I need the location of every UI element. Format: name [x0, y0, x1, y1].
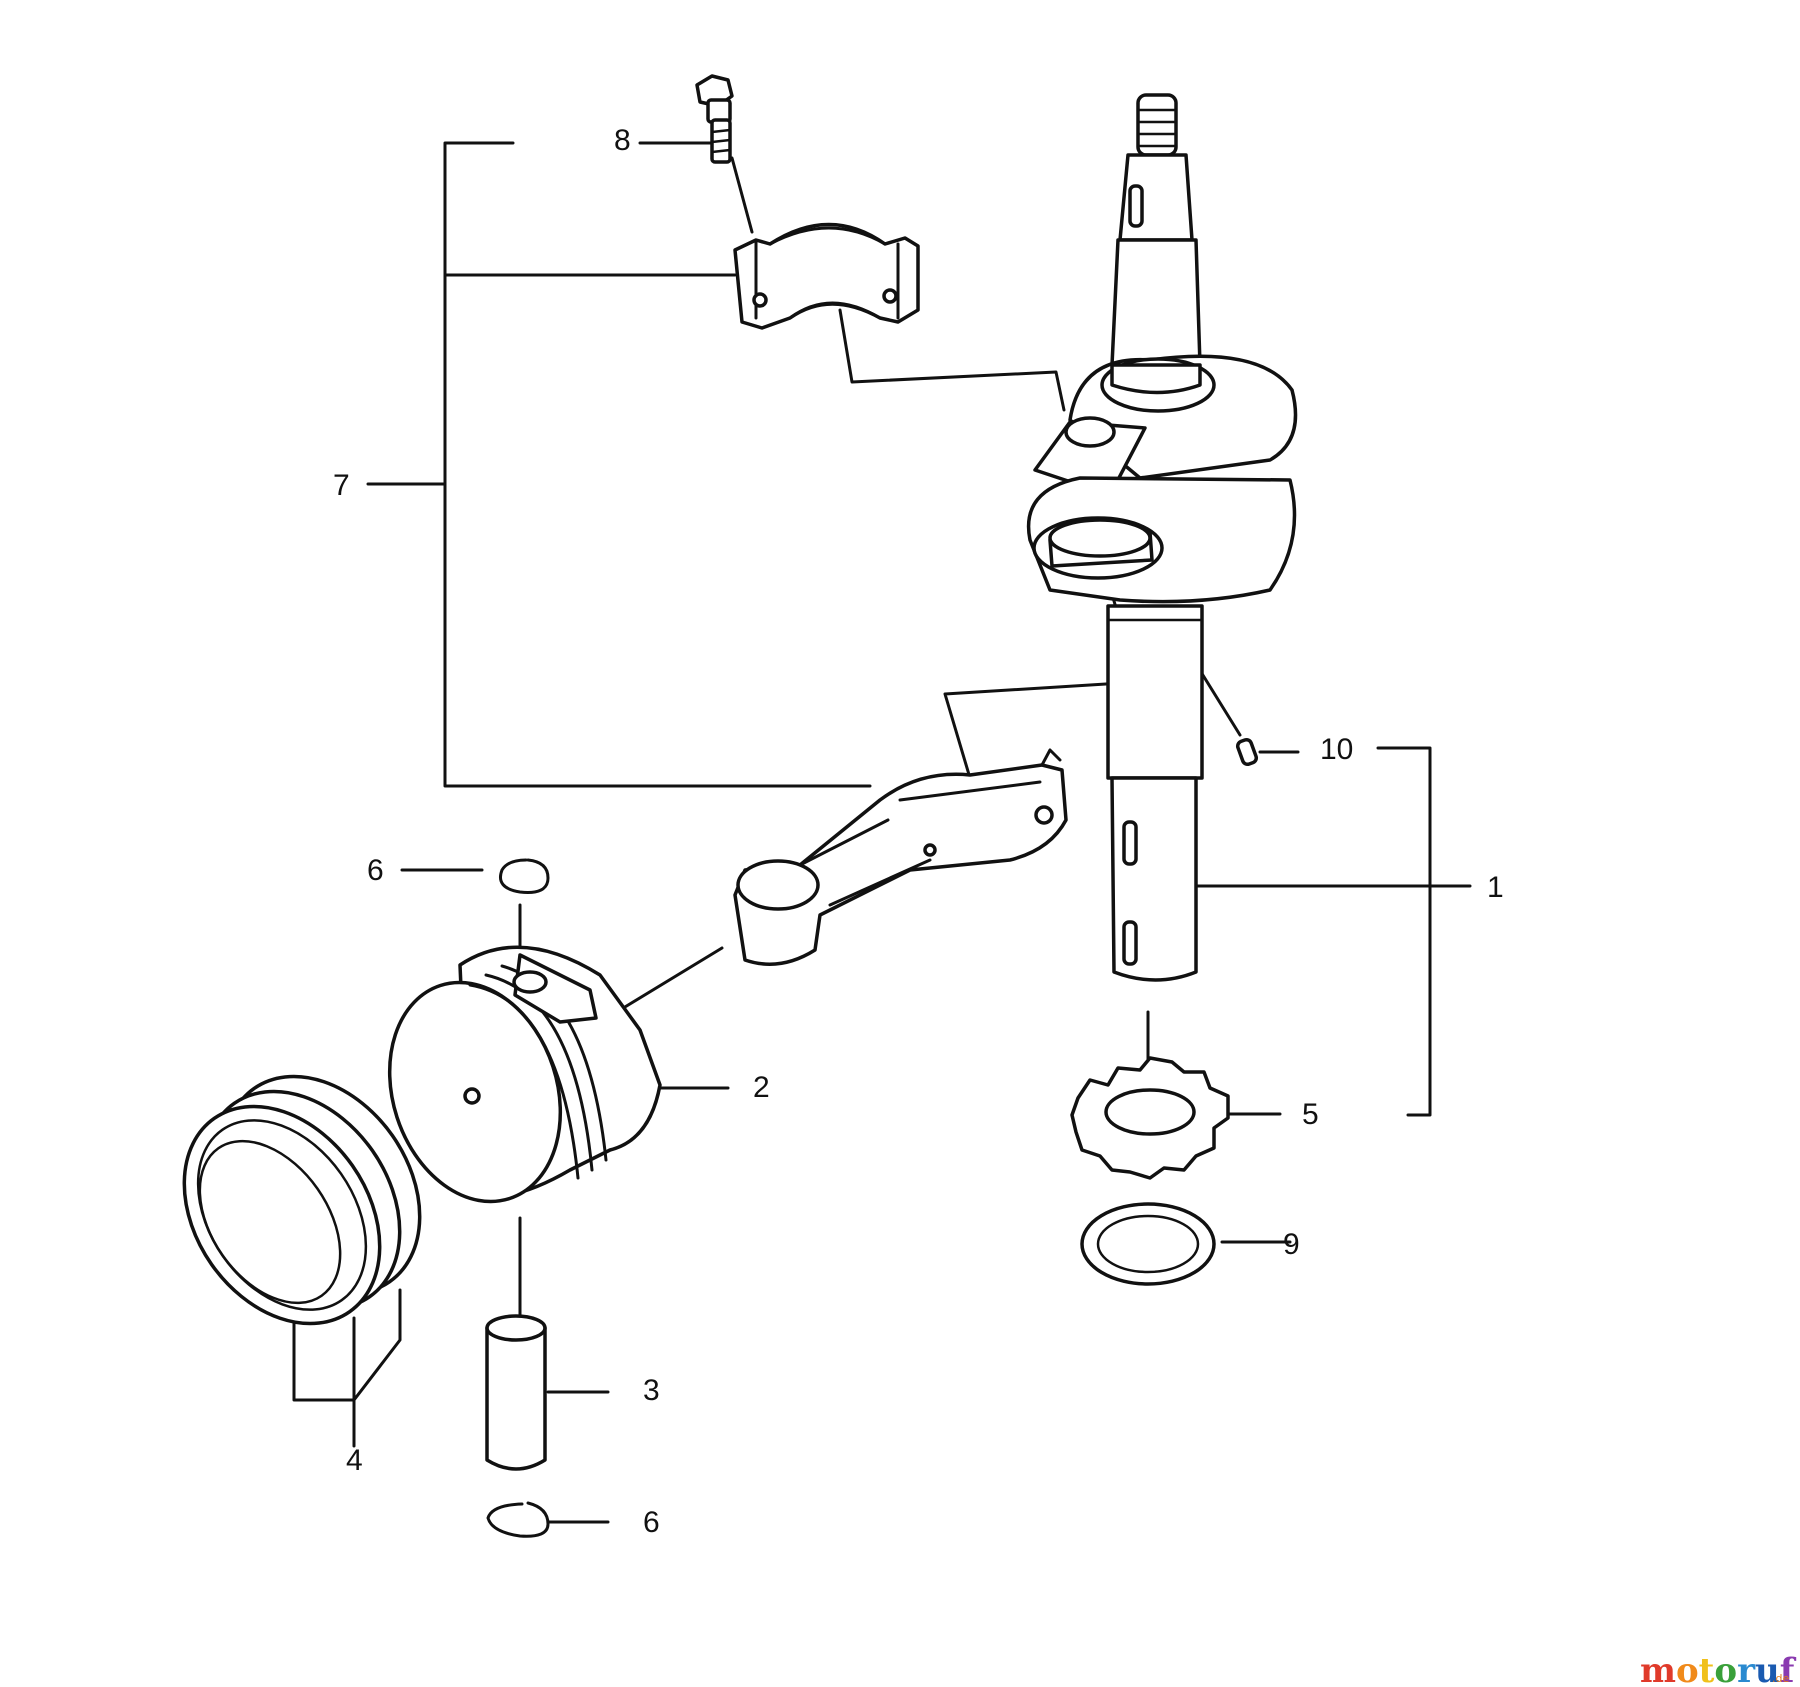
connecting-rod — [733, 748, 1068, 966]
callout-2: 2 — [753, 1071, 770, 1104]
callout-6-bottom: 6 — [643, 1506, 660, 1539]
piston-rings-part-4 — [182, 1074, 422, 1326]
logo-letter: u — [1755, 1651, 1780, 1687]
callout-5: 5 — [1302, 1098, 1319, 1131]
bolt-part-8 — [695, 74, 734, 164]
callout-6-top: 6 — [367, 854, 384, 887]
washer-part-9 — [1080, 1202, 1216, 1286]
callout-1: 1 — [1487, 871, 1504, 904]
circlip-part-6-bottom — [486, 1501, 550, 1538]
callout-3: 3 — [643, 1374, 660, 1407]
gear-part-5 — [1070, 1056, 1230, 1180]
leader-lines — [292, 141, 1300, 1524]
logo-letter: f — [1780, 1651, 1797, 1687]
callout-10: 10 — [1320, 733, 1353, 766]
logo-letter: t — [1699, 1651, 1715, 1687]
logo-text: motoruf — [1640, 1651, 1797, 1687]
logo-suffix: .de — [1772, 1672, 1789, 1685]
bracket-1 — [1193, 746, 1472, 1117]
callout-labels: 1 2 3 4 5 6 6 7 8 9 10 — [333, 124, 1504, 1539]
callout-4: 4 — [346, 1444, 363, 1477]
pin-part-10 — [1235, 737, 1259, 767]
logo-letter: m — [1640, 1651, 1676, 1687]
rod-cap — [733, 222, 920, 330]
logo-letter: o — [1714, 1651, 1737, 1687]
bracket-7 — [366, 141, 872, 788]
wrist-pin-part-3 — [485, 1314, 547, 1471]
crankshaft-part-1 — [1026, 93, 1298, 982]
piston-part-2 — [387, 945, 662, 1204]
motoruf-logo: motoruf .de — [1640, 1651, 1797, 1687]
callout-8: 8 — [614, 124, 631, 157]
callout-7: 7 — [333, 469, 350, 502]
logo-letter: r — [1737, 1651, 1756, 1687]
circlip-part-6-top — [499, 858, 550, 894]
logo-letter: o — [1676, 1651, 1699, 1687]
callout-9: 9 — [1283, 1228, 1300, 1261]
